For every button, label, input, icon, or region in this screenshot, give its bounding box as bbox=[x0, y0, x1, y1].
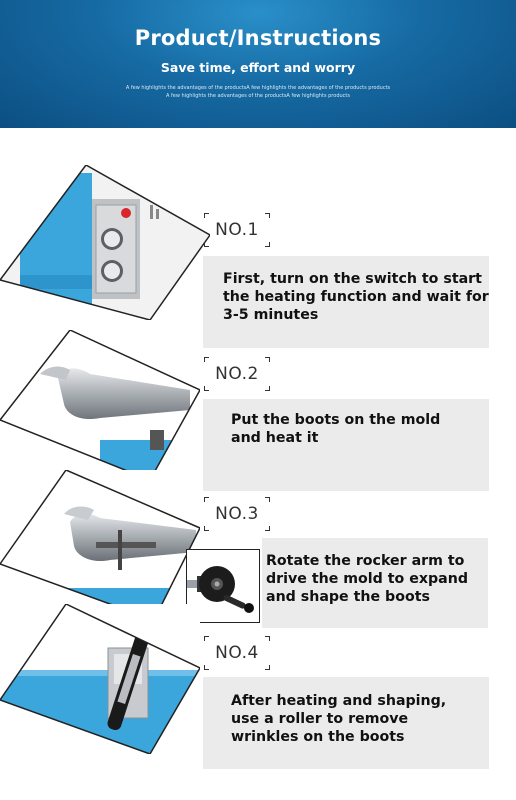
control-panel-illustration bbox=[0, 165, 210, 320]
header-banner: Product/Instructions Save time, effort a… bbox=[0, 0, 516, 128]
step-3-text: Rotate the rocker arm to drive the mold … bbox=[266, 553, 468, 605]
step-1-text: First, turn on the switch to start the h… bbox=[223, 271, 489, 323]
boot-mold-illustration bbox=[0, 330, 200, 480]
banner-small-text-2: A few highlights the advantages of the p… bbox=[166, 93, 350, 99]
step-4-image bbox=[0, 604, 200, 754]
page-subtitle: Save time, effort and worry bbox=[160, 60, 356, 75]
step-3-text-box: Rotate the rocker arm to drive the mold … bbox=[262, 538, 488, 628]
step-2-number: NO.2 bbox=[204, 357, 270, 391]
step-4-text-box: After heating and shaping, use a roller … bbox=[203, 677, 489, 769]
step-4-text: After heating and shaping, use a roller … bbox=[231, 693, 447, 745]
step-1-number: NO.1 bbox=[204, 213, 270, 247]
step-4-number: NO.4 bbox=[204, 636, 270, 670]
roller-illustration bbox=[0, 604, 200, 754]
step-2-image bbox=[0, 330, 200, 480]
step-1-image bbox=[0, 165, 210, 320]
page-title: Product/Instructions bbox=[134, 26, 382, 50]
banner-small-text-1: A few highlights the advantages of the p… bbox=[125, 85, 391, 91]
step-3-number: NO.3 bbox=[204, 497, 270, 531]
step-2-text-box: Put the boots on the mold and heat it bbox=[203, 399, 489, 491]
rocker-arm-illustration bbox=[0, 470, 200, 620]
step-2-text: Put the boots on the mold and heat it bbox=[231, 412, 441, 446]
step-1-text-box: First, turn on the switch to start the h… bbox=[203, 256, 489, 348]
step-3-image bbox=[0, 470, 200, 620]
